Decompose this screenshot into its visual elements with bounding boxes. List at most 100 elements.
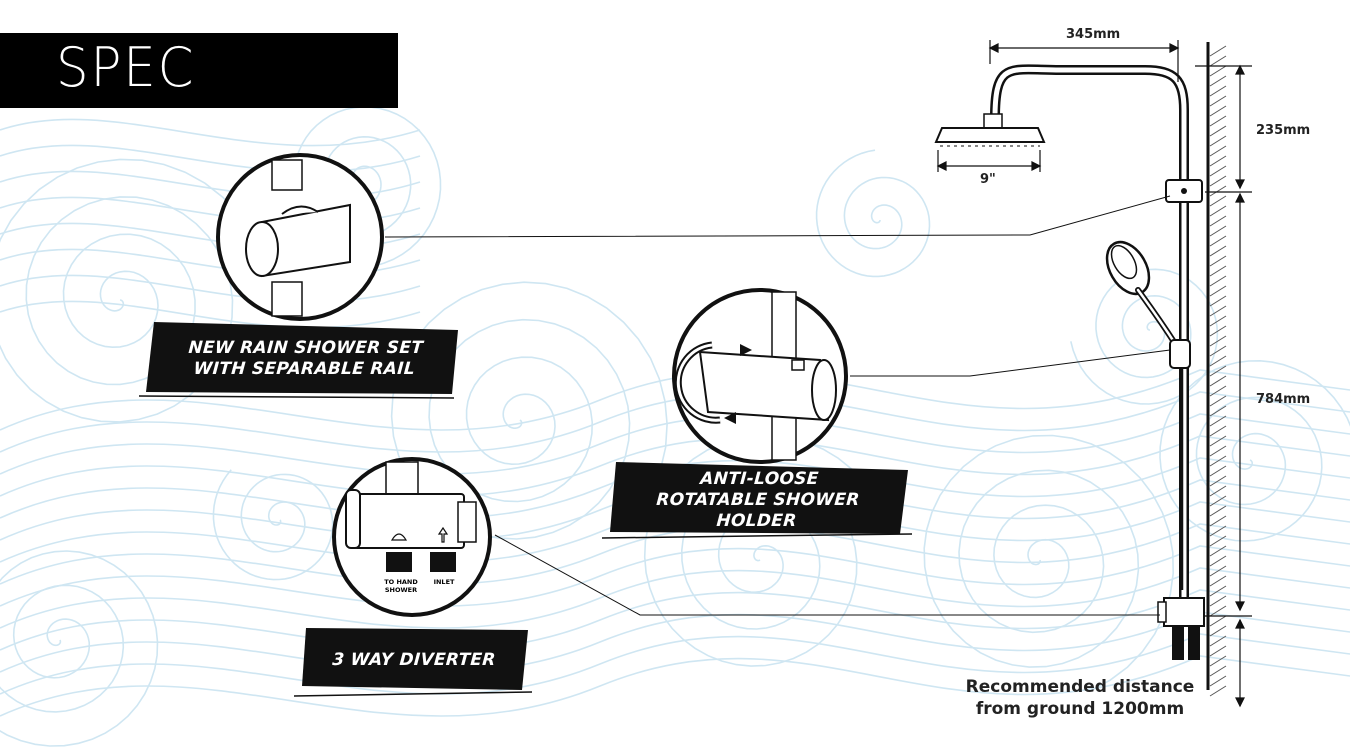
hatch-line [1209, 365, 1227, 377]
hatch-line [1209, 345, 1227, 357]
hatch-line [1209, 295, 1227, 307]
hatch-line [1209, 655, 1227, 667]
hatch-line [1209, 445, 1227, 457]
wave-line [0, 501, 1350, 563]
ground-distance-note: Recommended distance from ground 1200mm [960, 676, 1200, 720]
hatch-line [1209, 575, 1227, 587]
wave-line [0, 369, 1350, 431]
wave-swirl [293, 106, 442, 269]
dimension-lines [936, 40, 1252, 708]
hatch-line [1209, 435, 1227, 447]
hatch-line [1209, 325, 1227, 337]
wave-line [0, 118, 421, 147]
hatch-line [1209, 645, 1227, 657]
hatch-line [1209, 385, 1227, 397]
callout-rail-line2: WITH SEPARABLE RAIL [192, 359, 416, 379]
dimension-head-size: 9" [980, 172, 996, 187]
diverter-unit [1157, 597, 1205, 660]
callout-shower-holder: ANTI-LOOSE ROTATABLE SHOWER HOLDER [614, 469, 902, 531]
callout-diverter: 3 WAY DIVERTER [304, 634, 524, 686]
wave-line [0, 545, 1350, 607]
wave-line [0, 391, 1350, 453]
hatch-line [1209, 245, 1227, 257]
callout-diverter-line1: 3 WAY DIVERTER [331, 649, 497, 670]
wave-swirl [212, 469, 334, 581]
hatch-line [1209, 555, 1227, 567]
hatch-line [1209, 375, 1227, 387]
hatch-line [1209, 625, 1227, 637]
wave-line [0, 457, 1350, 519]
hatch-line [1209, 475, 1227, 487]
hatch-line [1209, 65, 1227, 77]
hatch-line [1209, 165, 1227, 177]
rain-shower-head [934, 113, 1046, 147]
hatch-line [1209, 215, 1227, 227]
hatch-line [1209, 265, 1227, 277]
hatch-line [1209, 605, 1227, 617]
hatch-line [1209, 395, 1227, 407]
hatch-line [1209, 465, 1227, 477]
hatch-line [1209, 75, 1227, 87]
leader-lines [384, 195, 1171, 616]
hatch-line [1209, 535, 1227, 547]
hatch-line [1209, 135, 1227, 147]
diverter-label-hand-1: TO HAND [384, 578, 418, 586]
hatch-line [1209, 455, 1227, 467]
detail-rail-connector [216, 153, 384, 321]
hatch-line [1209, 485, 1227, 497]
hatch-line [1209, 45, 1227, 57]
hatch-line [1209, 55, 1227, 67]
hatch-line [1209, 635, 1227, 647]
hatch-line [1209, 565, 1227, 577]
wall-hatching [1206, 42, 1227, 697]
hatch-line [1209, 145, 1227, 157]
hatch-line [1209, 255, 1227, 267]
hatch-line [1209, 175, 1227, 187]
hatch-line [1209, 185, 1227, 197]
hatch-line [1209, 685, 1227, 697]
hatch-line [1209, 115, 1227, 127]
hatch-line [1209, 495, 1227, 507]
hatch-line [1209, 515, 1227, 527]
dimension-rail-height: 784mm [1256, 392, 1311, 407]
hatch-line [1209, 315, 1227, 327]
hatch-line [1209, 405, 1227, 417]
hatch-line [1209, 425, 1227, 437]
shower-rail-arm [990, 64, 1189, 605]
wave-line [0, 567, 1350, 629]
diverter-label-hand-2: SHOWER [384, 586, 418, 594]
wave-line [0, 589, 1350, 651]
wave-line [0, 655, 1350, 717]
detail-diverter [332, 457, 492, 617]
note-line2: from ground 1200mm [975, 699, 1185, 719]
hatch-line [1209, 415, 1227, 427]
hatch-line [1209, 105, 1227, 117]
hatch-line [1209, 585, 1227, 597]
wave-line [0, 611, 1350, 673]
hatch-line [1209, 675, 1227, 687]
hatch-line [1209, 355, 1227, 367]
hatch-line [1209, 205, 1227, 217]
hatch-line [1209, 235, 1227, 247]
hatch-line [1209, 305, 1227, 317]
hatch-line [1209, 195, 1227, 207]
note-line1: Recommended distance [965, 677, 1195, 697]
wave-line [0, 144, 421, 173]
callout-rail-line1: NEW RAIN SHOWER SET [187, 338, 424, 358]
page-title: SPEC [56, 36, 196, 99]
hatch-line [1209, 95, 1227, 107]
hatch-line [1209, 665, 1227, 677]
diverter-label-inlet: INLET [433, 578, 455, 586]
wave-line [0, 523, 1350, 585]
hatch-line [1209, 85, 1227, 97]
dimension-arm-width: 345mm [1066, 27, 1121, 42]
wave-line [0, 300, 421, 329]
callout-separable-rail: NEW RAIN SHOWER SET WITH SEPARABLE RAIL [158, 330, 452, 388]
diverter-label-hand-shower: TO HAND SHOWER [376, 578, 426, 594]
wave-line [0, 413, 1350, 475]
title-bar: SPEC [0, 33, 398, 108]
hatch-line [1209, 275, 1227, 287]
